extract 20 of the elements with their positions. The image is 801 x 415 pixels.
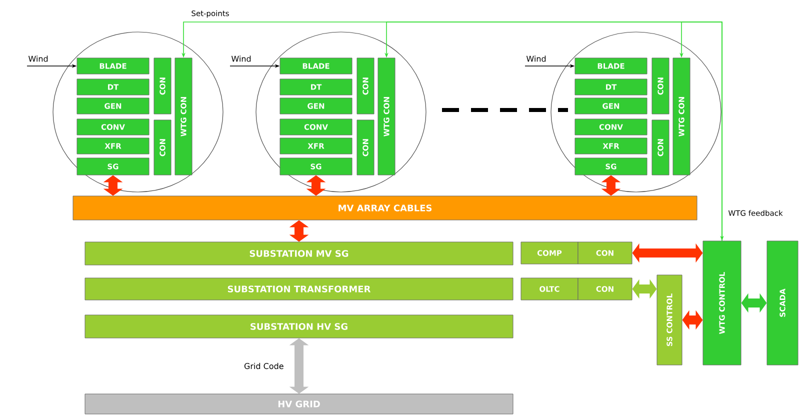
block-arrow [289, 338, 309, 394]
substation-bar: SUBSTATION TRANSFORMER [84, 278, 514, 300]
block-arrow [103, 175, 123, 196]
block-arrow [632, 279, 657, 299]
block-arrow [306, 175, 326, 196]
block-arrow [632, 243, 703, 263]
edge-label: Wind [525, 54, 548, 63]
substation-bar: SUBSTATION HV SG [84, 314, 514, 338]
block-arrow [601, 175, 621, 196]
block-arrow [682, 310, 703, 330]
turbine-circle [550, 32, 722, 192]
turbine-circle [256, 32, 426, 192]
edge-label: Grid Code [243, 362, 285, 370]
block-arrow [741, 293, 767, 313]
edge-label: Wind [230, 54, 252, 63]
block-arrow [289, 220, 309, 242]
cable-bar: MV ARRAY CABLES [72, 196, 698, 220]
substation-bar: SUBSTATION MV SG [84, 242, 514, 266]
edge-label: Wind [27, 54, 50, 63]
turbine-circle [52, 32, 224, 192]
